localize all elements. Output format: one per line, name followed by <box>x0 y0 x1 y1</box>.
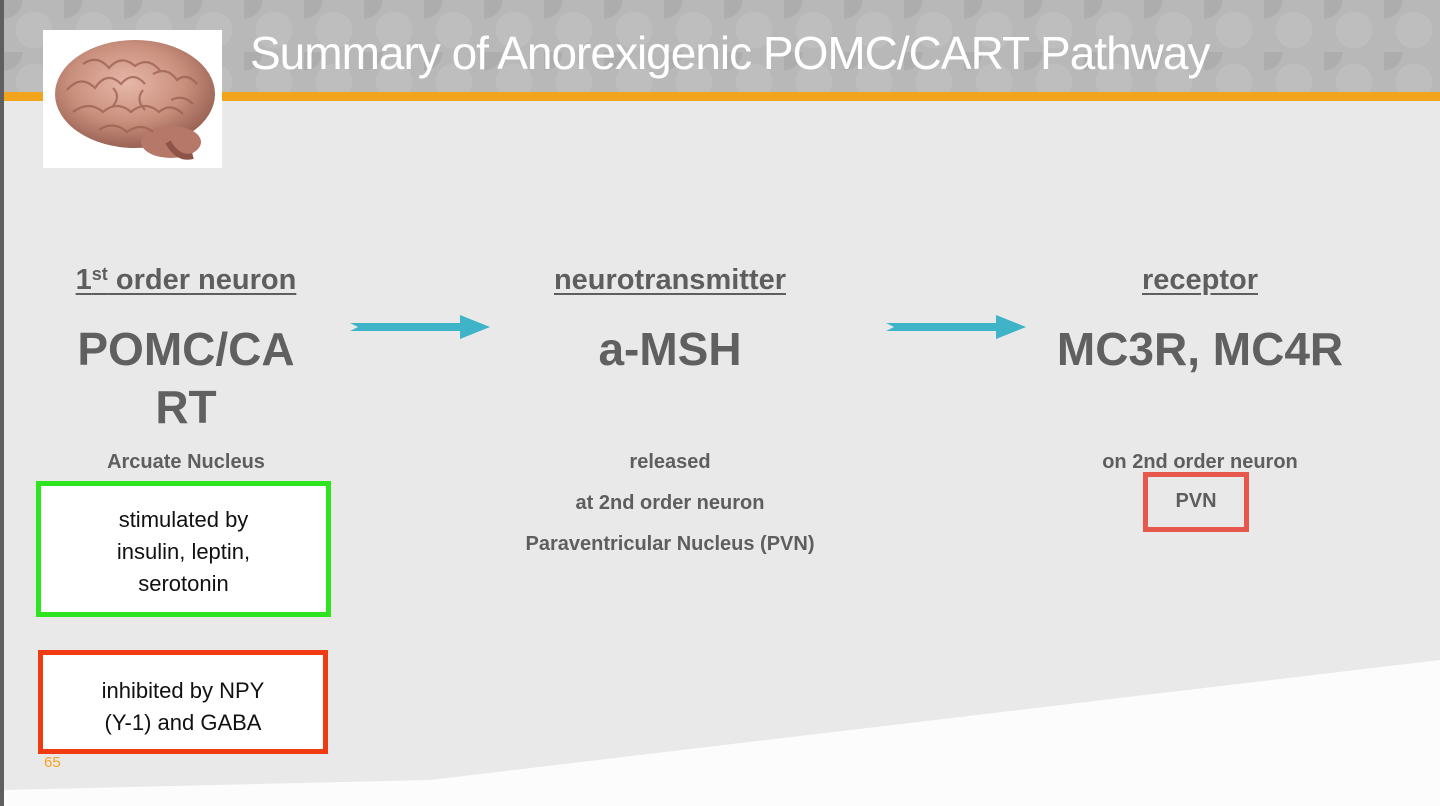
inhibited-by-box: inhibited by NPY (Y-1) and GABA <box>38 650 328 754</box>
stimulated-line1: stimulated by <box>118 507 249 532</box>
neurotransmitter-heading: neurotransmitter <box>553 264 787 296</box>
stimulated-line3: serotonin <box>138 571 229 596</box>
heading-superscript: st <box>91 264 108 284</box>
header-band <box>4 0 1440 92</box>
inhibited-line2: (Y-1) and GABA <box>104 710 262 735</box>
stimulated-line2: insulin, leptin, <box>116 539 251 564</box>
slide-title: Summary of Anorexigenic POMC/CART Pathwa… <box>250 27 1210 79</box>
receptor-heading: receptor <box>1141 264 1259 296</box>
on-second-order-label: on 2nd order neuron <box>1102 451 1298 473</box>
arcuate-nucleus-label: Arcuate Nucleus <box>107 451 265 473</box>
pvn-full-label: Paraventricular Nucleus (PVN) <box>525 533 815 555</box>
stimulated-by-box: stimulated by insulin, leptin, serotonin <box>36 481 331 617</box>
pvn-box <box>1143 472 1249 532</box>
bottom-white-shape <box>4 660 1440 806</box>
first-order-heading: 1st order neuron <box>36 264 336 297</box>
pomc-cart-label: POMC/CA RT <box>36 320 336 436</box>
arrow-right-icon <box>886 315 1026 339</box>
pvn-label: PVN <box>1175 490 1217 512</box>
page-number: 65 <box>44 754 61 771</box>
pomc-cart-line1: POMC/CA <box>77 323 295 375</box>
arrow-right-icon <box>350 315 490 339</box>
second-order-label: at 2nd order neuron <box>575 492 765 514</box>
brain-icon <box>55 40 215 160</box>
a-msh-label: a-MSH <box>598 323 742 375</box>
first-order-neuron-column: 1st order neuron <box>36 264 336 297</box>
pomc-cart-line2: RT <box>155 381 217 433</box>
brain-image <box>43 30 222 168</box>
heading-text: order neuron <box>107 264 297 296</box>
left-border <box>0 0 4 806</box>
header-accent-line <box>4 92 1440 101</box>
inhibited-line1: inhibited by NPY <box>101 678 265 703</box>
heading-number: 1 <box>75 264 92 296</box>
released-label: released <box>629 451 711 473</box>
mc3r-mc4r-label: MC3R, MC4R <box>1056 323 1344 375</box>
